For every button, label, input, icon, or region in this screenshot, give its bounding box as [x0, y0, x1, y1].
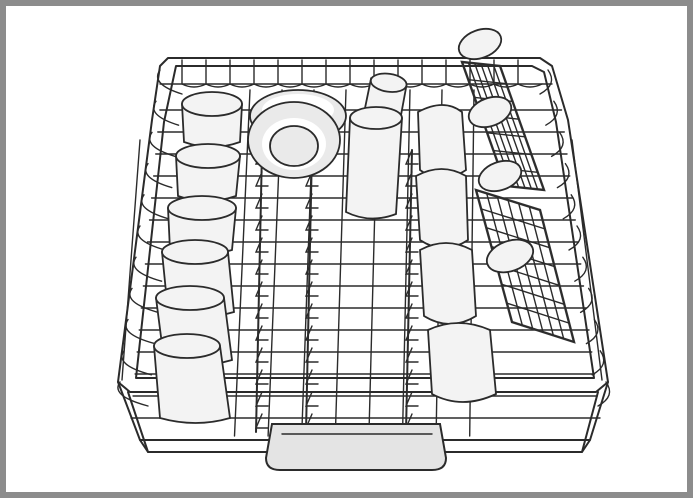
wire — [507, 303, 569, 323]
wine-glass — [428, 323, 496, 402]
wine-glass — [416, 169, 468, 248]
wire-loop — [230, 60, 254, 87]
wire — [481, 209, 545, 229]
wire-loop — [256, 414, 268, 428]
wire — [502, 284, 565, 304]
wire-loop — [306, 216, 318, 230]
wire-loop — [254, 60, 278, 87]
wire — [122, 140, 140, 380]
wine-glass — [420, 243, 476, 324]
middle-glasses — [346, 71, 408, 218]
wire-loop — [569, 226, 581, 250]
glass — [154, 334, 230, 423]
wire-loop — [406, 238, 418, 252]
wire-loop — [406, 282, 418, 296]
wire — [540, 210, 574, 342]
wire-loop — [422, 60, 446, 87]
wire — [512, 322, 574, 342]
wire-loop — [182, 60, 206, 87]
bowls — [248, 90, 346, 178]
wire-loop — [256, 216, 268, 230]
wire — [406, 150, 412, 432]
cup — [182, 92, 242, 147]
glass — [346, 107, 402, 219]
wire-loop — [256, 260, 268, 274]
wire-loop — [206, 60, 230, 87]
wire — [529, 207, 563, 339]
cup — [176, 144, 240, 201]
wire-loop — [406, 260, 418, 274]
basket-handle — [266, 424, 446, 470]
wire — [256, 150, 262, 432]
wire-loop — [256, 282, 268, 296]
wire — [519, 203, 554, 335]
right-side-wires — [540, 70, 610, 406]
wine-glasses — [416, 105, 496, 402]
wire-loop — [518, 60, 542, 87]
wire-loop — [278, 60, 302, 87]
wire-loop — [326, 60, 350, 87]
wire-loop — [302, 60, 326, 87]
wine-glass — [418, 105, 466, 178]
wire — [476, 190, 540, 210]
wire-loop — [256, 238, 268, 252]
